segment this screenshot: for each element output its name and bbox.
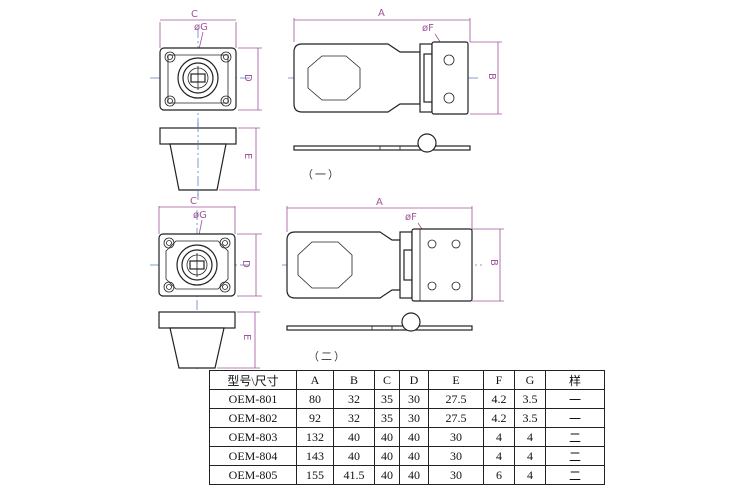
cell-a: 132 bbox=[296, 427, 334, 447]
cell-b: 32 bbox=[333, 389, 375, 409]
cell-g: 3.5 bbox=[514, 389, 546, 409]
cell-style: 二 bbox=[545, 446, 605, 466]
dim-label-a-2: A bbox=[376, 197, 383, 208]
table-row: OEM-804 143 40 40 40 30 4 4 二 bbox=[209, 446, 605, 466]
cell-d: 40 bbox=[399, 446, 429, 466]
cell-f: 4 bbox=[483, 446, 515, 466]
cell-style: 一 bbox=[545, 408, 605, 428]
dim-label-e-2: E bbox=[241, 334, 252, 340]
cell-e: 30 bbox=[428, 427, 484, 447]
cell-model: OEM-804 bbox=[209, 446, 297, 466]
cell-d: 40 bbox=[399, 427, 429, 447]
header-f: F bbox=[483, 370, 515, 390]
cell-a: 92 bbox=[296, 408, 334, 428]
cell-b: 41.5 bbox=[333, 465, 375, 485]
cell-a: 155 bbox=[296, 465, 334, 485]
cell-b: 40 bbox=[333, 427, 375, 447]
cell-b: 32 bbox=[333, 408, 375, 428]
header-g: G bbox=[514, 370, 546, 390]
cell-d: 40 bbox=[399, 465, 429, 485]
cell-c: 40 bbox=[374, 446, 400, 466]
cell-e: 27.5 bbox=[428, 408, 484, 428]
table-row: OEM-801 80 32 35 30 27.5 4.2 3.5 一 bbox=[209, 389, 605, 409]
cell-f: 4 bbox=[483, 427, 515, 447]
dim-label-f: øF bbox=[422, 23, 434, 34]
dim-label-g-2: øG bbox=[193, 210, 207, 221]
header-c: C bbox=[374, 370, 400, 390]
cell-c: 35 bbox=[374, 389, 400, 409]
lock-front-view-2: C øG D bbox=[150, 196, 262, 370]
spec-table: 型号\尺寸 A B C D E F G 样 OEM-801 80 32 35 3… bbox=[209, 370, 605, 485]
caption-view-2: （二） bbox=[308, 350, 347, 363]
cell-g: 4 bbox=[514, 465, 546, 485]
dim-label-b: B bbox=[486, 73, 497, 80]
table-row: OEM-805 155 41.5 40 40 30 6 4 二 bbox=[209, 465, 605, 485]
hasp-front-view-1: A øF B bbox=[288, 8, 502, 115]
cell-d: 30 bbox=[399, 389, 429, 409]
cell-g: 3.5 bbox=[514, 408, 546, 428]
cell-e: 30 bbox=[428, 465, 484, 485]
cell-d: 30 bbox=[399, 408, 429, 428]
caption-view-1: （一） bbox=[302, 168, 341, 181]
dim-label-c: C bbox=[191, 9, 198, 20]
cell-e: 30 bbox=[428, 446, 484, 466]
cell-style: 二 bbox=[545, 427, 605, 447]
table-header-row: 型号\尺寸 A B C D E F G 样 bbox=[209, 370, 605, 390]
cell-g: 4 bbox=[514, 427, 546, 447]
cell-f: 4.2 bbox=[483, 408, 515, 428]
hasp-side-view-1 bbox=[293, 133, 471, 153]
header-style: 样 bbox=[545, 370, 605, 390]
table-row: OEM-802 92 32 35 30 27.5 4.2 3.5 一 bbox=[209, 408, 605, 428]
header-b: B bbox=[333, 370, 375, 390]
dim-label-g: øG bbox=[194, 22, 208, 33]
cell-model: OEM-803 bbox=[209, 427, 297, 447]
lock-front-view-1: C øG D bbox=[150, 9, 262, 200]
dim-label-f-2: øF bbox=[405, 212, 417, 223]
hasp-front-view-2: A øF B bbox=[282, 197, 504, 302]
table-row: OEM-803 132 40 40 40 30 4 4 二 bbox=[209, 427, 605, 447]
header-e: E bbox=[428, 370, 484, 390]
cell-c: 35 bbox=[374, 408, 400, 428]
cell-a: 80 bbox=[296, 389, 334, 409]
dim-label-a: A bbox=[378, 8, 385, 19]
lock-side-view-1: E bbox=[159, 122, 260, 196]
hasp-side-view-2 bbox=[286, 312, 473, 332]
cell-model: OEM-801 bbox=[209, 389, 297, 409]
cell-c: 40 bbox=[374, 465, 400, 485]
header-d: D bbox=[399, 370, 429, 390]
dim-label-c-2: C bbox=[190, 196, 197, 207]
cell-a: 143 bbox=[296, 446, 334, 466]
cell-style: 二 bbox=[545, 465, 605, 485]
dim-label-d: D bbox=[242, 74, 253, 82]
header-model: 型号\尺寸 bbox=[209, 370, 297, 390]
cell-g: 4 bbox=[514, 446, 546, 466]
cell-style: 一 bbox=[545, 389, 605, 409]
lock-side-view-2: E bbox=[158, 311, 260, 369]
cell-c: 40 bbox=[374, 427, 400, 447]
technical-drawing: C øG D E A bbox=[150, 8, 504, 370]
cell-model: OEM-802 bbox=[209, 408, 297, 428]
cell-f: 6 bbox=[483, 465, 515, 485]
cell-e: 27.5 bbox=[428, 389, 484, 409]
dim-label-e: E bbox=[242, 153, 253, 159]
dim-label-d-2: D bbox=[240, 260, 251, 268]
cell-b: 40 bbox=[333, 446, 375, 466]
cell-model: OEM-805 bbox=[209, 465, 297, 485]
header-a: A bbox=[296, 370, 334, 390]
cell-f: 4.2 bbox=[483, 389, 515, 409]
dim-label-b-2: B bbox=[488, 259, 499, 266]
